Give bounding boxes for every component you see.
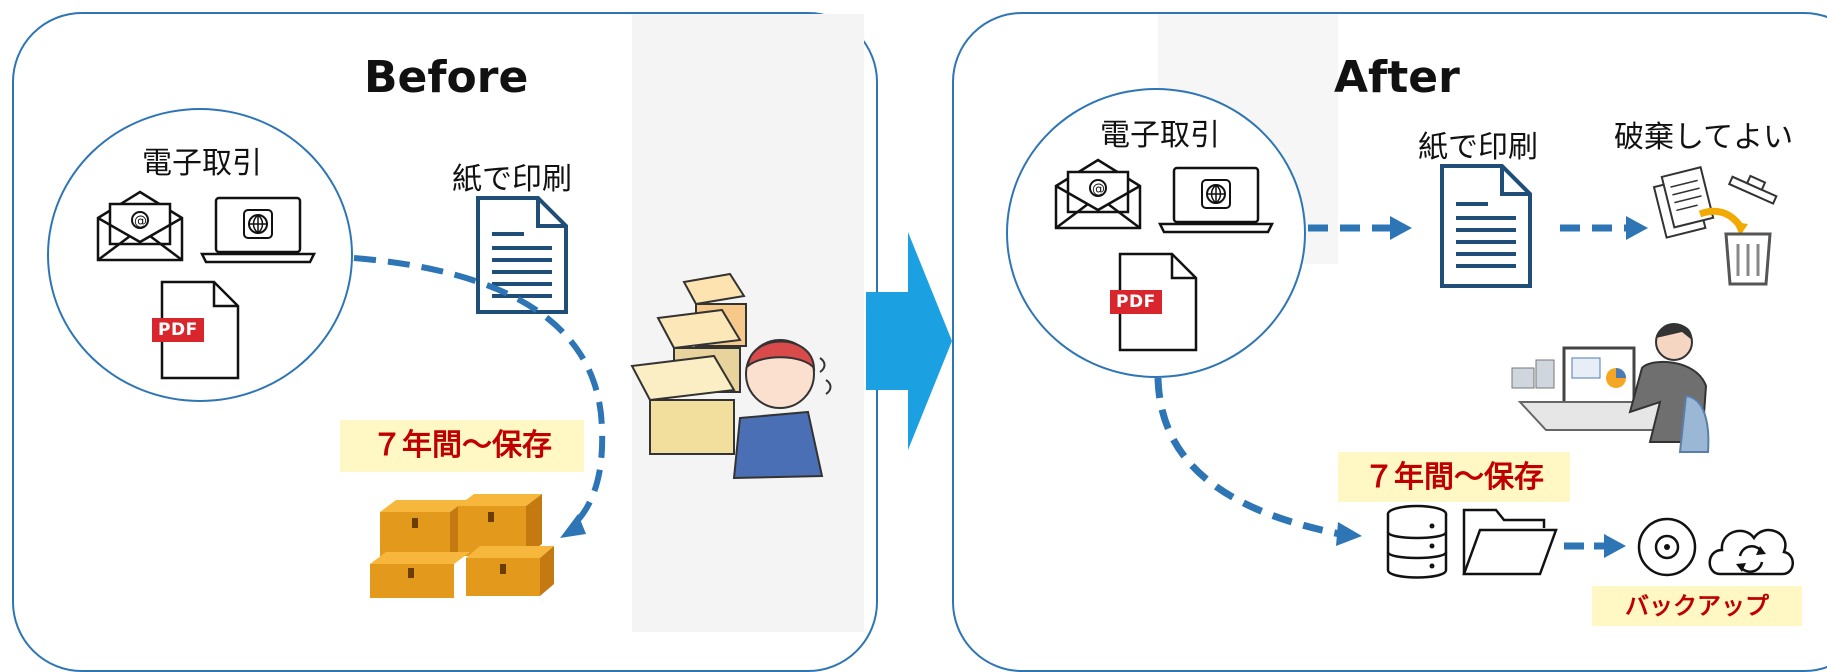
cloud-sync-icon: [1708, 528, 1794, 576]
after-discard-label: 破棄してよい: [1614, 120, 1794, 155]
after-storage-label: ７年間～保存: [1338, 452, 1570, 502]
email-icon: @: [1054, 158, 1142, 230]
big-right-arrow-icon: [866, 232, 952, 450]
person-carrying-boxes-icon: [630, 272, 832, 480]
after-paper-label: 紙で印刷: [1418, 130, 1538, 165]
before-title: Before: [364, 52, 529, 103]
before-dashed-arrow: [353, 255, 606, 538]
discard-paper-trash-icon: [1652, 166, 1778, 286]
person-at-computer-icon: [1511, 323, 1710, 453]
cardboard-boxes-icon: [370, 494, 554, 598]
pdf-badge: PDF: [152, 318, 204, 342]
laptop-globe-icon: [1157, 166, 1275, 234]
svg-text:@: @: [134, 214, 147, 229]
document-icon: [1440, 164, 1532, 288]
svg-text:@: @: [1092, 182, 1105, 197]
disc-icon: [1637, 517, 1697, 577]
laptop-globe-icon: [199, 196, 317, 264]
backup-label: バックアップ: [1592, 586, 1802, 626]
before-paper-label: 紙で印刷: [452, 162, 572, 197]
email-icon: @: [96, 190, 184, 262]
folder-icon: [1462, 508, 1558, 576]
after-dashed-arrows: [1154, 216, 1648, 558]
after-electronic-label: 電子取引: [1100, 118, 1220, 153]
document-icon: [476, 196, 568, 314]
before-electronic-label: 電子取引: [142, 146, 262, 181]
database-icon: [1386, 504, 1448, 579]
before-storage-label: ７年間～保存: [340, 420, 584, 472]
after-title: After: [1334, 52, 1460, 103]
pdf-badge: PDF: [1110, 290, 1162, 314]
